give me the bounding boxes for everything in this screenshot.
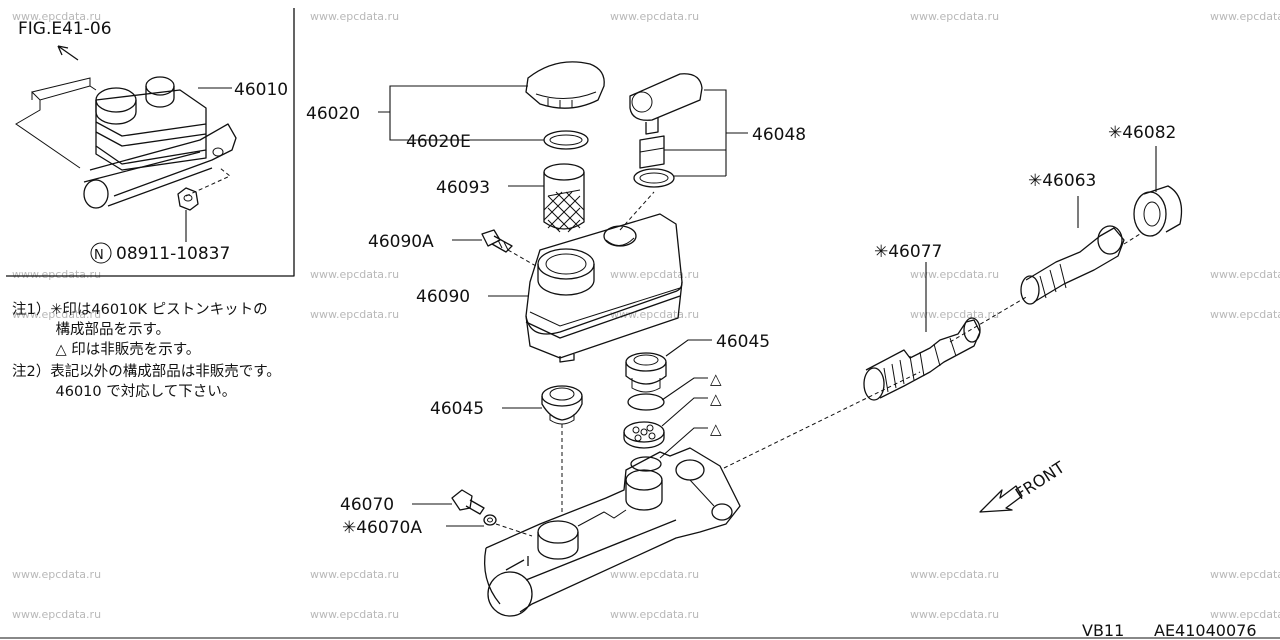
watermark-text: www.epcdata.ru	[310, 608, 399, 621]
reservoir-cap	[525, 61, 605, 109]
grommet-46045-right	[625, 352, 667, 393]
part-46063-label[interactable]: ✳46063	[1028, 171, 1096, 191]
seal-ring-lower	[630, 456, 662, 472]
watermark-text: www.epcdata.ru	[610, 608, 699, 621]
front-direction-arrow	[979, 485, 1023, 513]
watermark-text: www.epcdata.ru	[1210, 608, 1280, 621]
washer-46070a	[483, 514, 497, 526]
piston-assembly-46063	[1020, 225, 1125, 305]
part-46070-label[interactable]: 46070	[340, 495, 394, 515]
bolt-46070	[451, 489, 485, 515]
fastener-prefix-circle	[90, 242, 112, 264]
watermark-text: www.epcdata.ru	[610, 10, 699, 23]
watermark-text: www.epcdata.ru	[910, 568, 999, 581]
watermark-text: www.epcdata.ru	[1210, 568, 1280, 581]
washer-dash	[495, 523, 533, 537]
leader-tri-3	[659, 427, 708, 459]
inset-border	[6, 8, 295, 277]
leader-tri-2	[661, 397, 708, 427]
watermark-text: www.epcdata.ru	[910, 608, 999, 621]
part-46077-label[interactable]: ✳46077	[874, 242, 942, 262]
watermark-text: www.epcdata.ru	[610, 268, 699, 281]
watermark-text: www.epcdata.ru	[12, 308, 101, 321]
leader-lines	[378, 85, 1157, 527]
part-46020-label[interactable]: 46020	[306, 104, 360, 124]
watermark-text: www.epcdata.ru	[1210, 10, 1280, 23]
non-sale-mark-3: △	[710, 420, 722, 438]
part-46020e-label[interactable]: 46020E	[406, 132, 471, 152]
note-1-line-3: △ 印は非販売を示す。	[12, 342, 201, 358]
watermark-text: www.epcdata.ru	[910, 268, 999, 281]
part-46090a-label[interactable]: 46090A	[368, 232, 434, 252]
axis-dash-1	[723, 371, 921, 469]
leader-46045-right	[665, 339, 712, 357]
watermark-text: www.epcdata.ru	[12, 10, 101, 23]
part-46070a-label[interactable]: ✳46070A	[342, 518, 422, 538]
inset-master-cylinder-drawing	[15, 76, 237, 209]
piston-assembly-46077	[863, 317, 981, 401]
note-2-line-1: 注2）表記以外の構成部品は非販売です。	[12, 364, 281, 380]
footer-model: VB11	[1082, 621, 1124, 640]
watermark-text: www.epcdata.ru	[1210, 308, 1280, 321]
part-46045-right-label[interactable]: 46045	[716, 332, 770, 352]
non-sale-mark-1: △	[710, 370, 722, 388]
part-46090-label[interactable]: 46090	[416, 287, 470, 307]
watermark-text: www.epcdata.ru	[12, 268, 101, 281]
watermark-layer: www.epcdata.ru www.epcdata.ru www.epcdata.…	[12, 10, 1280, 621]
non-sale-mark-2: △	[710, 390, 722, 408]
fastener-prefix: N	[94, 248, 104, 263]
master-cylinder-body	[483, 447, 741, 617]
watermark-text: www.epcdata.ru	[610, 568, 699, 581]
part-46010-label[interactable]: 46010	[234, 80, 288, 100]
axis-dash-2	[949, 295, 1029, 343]
footer-code: AE41040076	[1154, 621, 1257, 640]
watermark-text: www.epcdata.ru	[310, 308, 399, 321]
inset-panel: FIG.E41-06 46010 N	[6, 8, 295, 277]
reservoir-46090	[525, 213, 683, 363]
stopper-ring-46082	[1133, 185, 1183, 237]
inset-figure-ref[interactable]: FIG.E41-06	[18, 19, 112, 39]
part-46048-label[interactable]: 46048	[752, 125, 806, 145]
watermark-text: www.epcdata.ru	[1210, 268, 1280, 281]
watermark-text: www.epcdata.ru	[310, 568, 399, 581]
part-46093-label[interactable]: 46093	[436, 178, 490, 198]
note-1-line-2: 構成部品を示す。	[12, 322, 171, 338]
axis-dash-3	[1123, 233, 1141, 245]
strainer-46093	[543, 163, 585, 233]
grommet-46045-left	[541, 385, 583, 425]
note-1-line-1: 注1）✳印は46010K ピストンキットの	[12, 302, 268, 318]
screw-46090a	[481, 229, 513, 253]
leader-tri-1	[661, 377, 708, 401]
level-sensor-46048	[629, 73, 703, 188]
watermark-text: www.epcdata.ru	[12, 608, 101, 621]
leader-46048	[664, 89, 748, 177]
valve-disc	[623, 421, 665, 449]
watermark-text: www.epcdata.ru	[910, 308, 999, 321]
figure-ref-arrow	[57, 45, 79, 61]
inset-fastener-dash	[185, 167, 231, 197]
note-2-line-2: 46010 で対応して下さい。	[12, 384, 237, 400]
watermark-text: www.epcdata.ru	[310, 10, 399, 23]
part-46082-label[interactable]: ✳46082	[1108, 123, 1176, 143]
cap-seal-46020e	[543, 130, 589, 150]
inset-fastener-nut	[177, 187, 199, 211]
part-46045-left-label[interactable]: 46045	[430, 399, 484, 419]
seal-ring-upper	[627, 393, 665, 411]
fastener-part-no[interactable]: 08911-10837	[116, 244, 230, 264]
screw-dash	[507, 249, 537, 267]
front-label: FRONT	[1012, 458, 1068, 504]
watermark-text: www.epcdata.ru	[310, 268, 399, 281]
watermark-text: www.epcdata.ru	[12, 568, 101, 581]
watermark-text: www.epcdata.ru	[910, 10, 999, 23]
